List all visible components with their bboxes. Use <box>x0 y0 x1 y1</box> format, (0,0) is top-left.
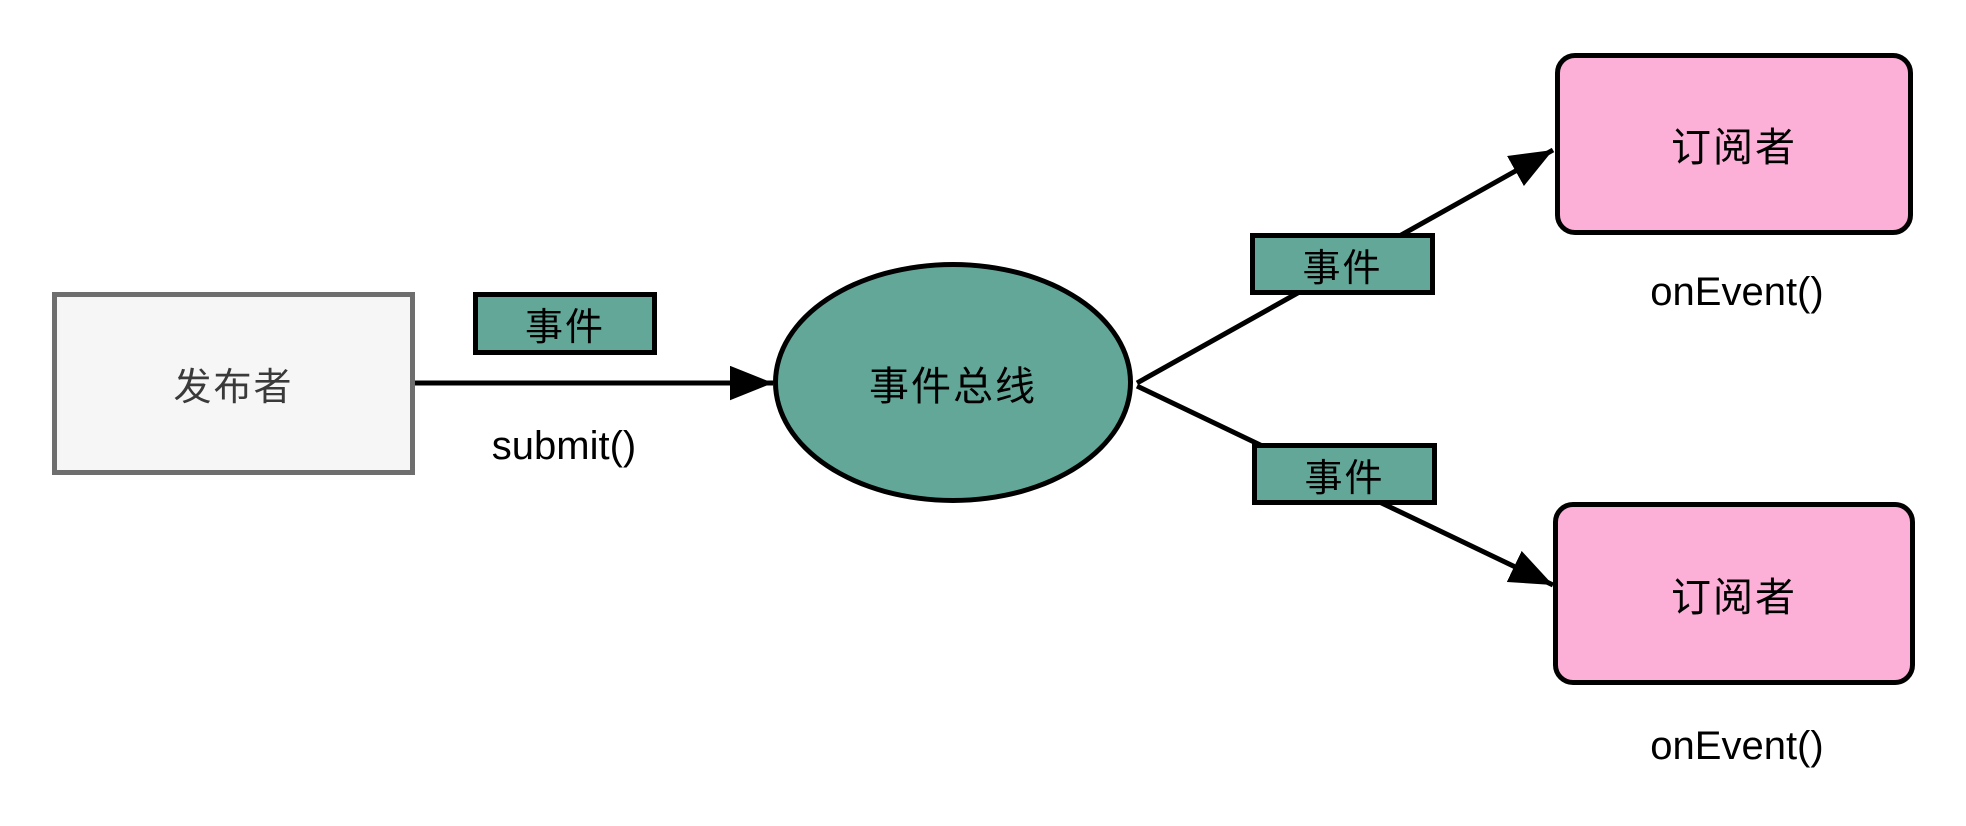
publisher-label: 发布者 <box>173 367 294 409</box>
publisher-node: 发布者 <box>52 292 415 475</box>
event-label-bottom: 事件 <box>1252 443 1437 505</box>
event-bus-label: 事件总线 <box>869 364 1037 409</box>
event-bus-node: 事件总线 <box>773 262 1133 503</box>
event-label-bottom-text: 事件 <box>1304 457 1385 500</box>
subscriber-node-top: 订阅者 <box>1555 53 1913 235</box>
event-label-publish-text: 事件 <box>524 307 605 349</box>
subscriber-top-label: 订阅者 <box>1671 126 1797 170</box>
subscriber-node-bottom: 订阅者 <box>1553 502 1915 685</box>
subscriber-bottom-label: 订阅者 <box>1671 575 1797 620</box>
event-label-publish: 事件 <box>473 292 657 355</box>
onevent-method-label-top: onEvent() <box>1650 270 1824 314</box>
event-label-top: 事件 <box>1250 233 1435 295</box>
submit-method-label: submit() <box>491 424 637 468</box>
onevent-method-label-bottom: onEvent() <box>1650 724 1824 768</box>
event-label-top-text: 事件 <box>1302 247 1383 290</box>
